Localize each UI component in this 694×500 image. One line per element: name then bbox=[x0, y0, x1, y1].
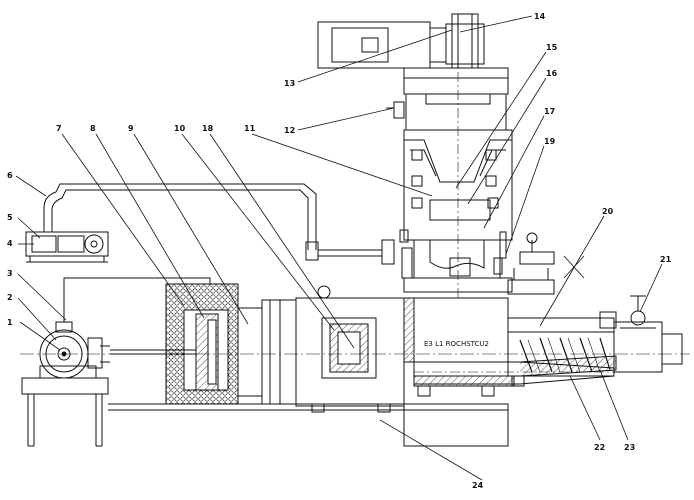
leader-lines bbox=[15, 15, 663, 481]
gear-reducer bbox=[237, 285, 405, 413]
housing-plate-text: E3 L1 ROCHSTCU2 bbox=[424, 340, 489, 348]
belt-guard-line bbox=[63, 277, 211, 322]
callout-3: 3 bbox=[7, 269, 13, 278]
callout-19: 19 bbox=[544, 137, 556, 146]
base-frame bbox=[108, 403, 509, 447]
callout-6: 6 bbox=[7, 171, 13, 180]
callout-13: 13 bbox=[284, 79, 295, 88]
callout-1: 1 bbox=[7, 318, 13, 327]
callout-24: 24 bbox=[472, 481, 484, 490]
callout-4: 4 bbox=[7, 239, 13, 248]
callout-16: 16 bbox=[546, 69, 558, 78]
motor-stand bbox=[21, 377, 109, 447]
callout-20: 20 bbox=[602, 207, 614, 216]
level-gauge bbox=[507, 232, 555, 295]
callout-21: 21 bbox=[660, 255, 672, 264]
callout-18: 18 bbox=[202, 124, 214, 133]
callout-8: 8 bbox=[90, 124, 96, 133]
coupling-housing bbox=[110, 283, 239, 405]
callout-17: 17 bbox=[544, 107, 555, 116]
callout-11: 11 bbox=[244, 124, 256, 133]
callout-23: 23 bbox=[624, 443, 635, 452]
callout-5: 5 bbox=[7, 213, 13, 222]
callout-15: 15 bbox=[546, 43, 558, 52]
conditioner-body bbox=[386, 18, 513, 300]
callout-22: 22 bbox=[594, 443, 605, 452]
main-motor bbox=[39, 321, 110, 379]
extruder-barrel bbox=[403, 295, 683, 397]
vacuum-pump bbox=[25, 231, 109, 263]
callout-labels: 1 2 3 4 5 6 7 8 9 10 18 11 12 13 14 15 1… bbox=[7, 12, 672, 490]
callout-10: 10 bbox=[174, 124, 186, 133]
callout-2: 2 bbox=[7, 293, 13, 302]
callout-14: 14 bbox=[534, 12, 546, 21]
feeder-motor bbox=[317, 13, 485, 69]
callout-9: 9 bbox=[128, 124, 134, 133]
callout-7: 7 bbox=[56, 124, 62, 133]
callout-12: 12 bbox=[284, 126, 295, 135]
vacuum-pipe bbox=[43, 183, 395, 265]
